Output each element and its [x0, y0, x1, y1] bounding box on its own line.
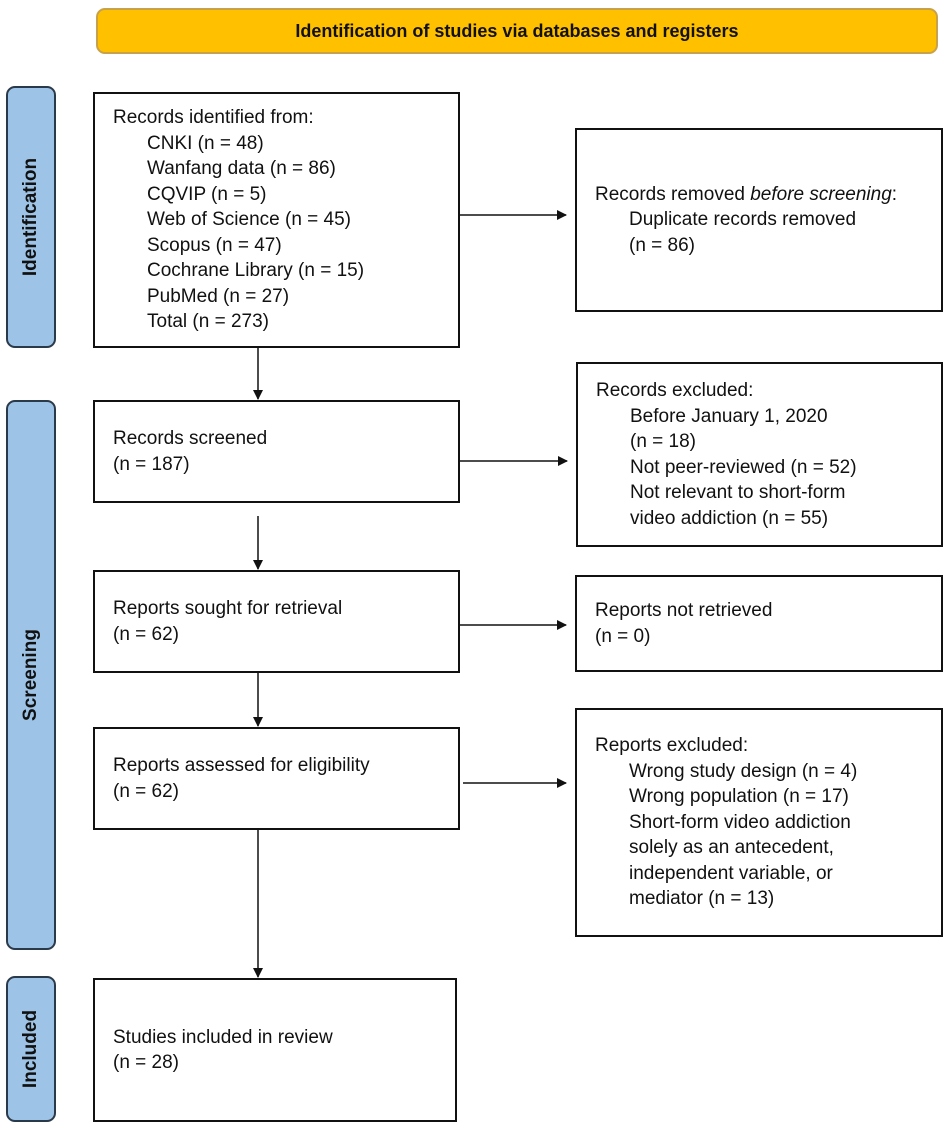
reports-excluded-box: Reports excluded: Wrong study design (n …	[575, 708, 943, 937]
header-title: Identification of studies via databases …	[295, 20, 739, 41]
removed-item: (n = 86)	[629, 234, 696, 256]
records-removed-box: Records removed before screening: Duplic…	[575, 128, 943, 312]
excluded-item: Not relevant to short-form	[630, 482, 846, 503]
phase-screening: Screening	[6, 400, 56, 950]
source-item: CQVIP (n = 5)	[147, 183, 267, 205]
box-label: Records screened	[113, 428, 268, 449]
source-item: PubMed (n = 27)	[147, 285, 290, 307]
box-count: (n = 62)	[113, 780, 180, 802]
box-label: Reports not retrieved	[595, 600, 773, 621]
excluded-item: Not peer-reviewed (n = 52)	[630, 456, 857, 478]
source-item: Total (n = 273)	[147, 311, 269, 333]
reports-sought-box: Reports sought for retrieval (n = 62)	[93, 570, 460, 673]
box-count: (n = 62)	[113, 623, 180, 645]
box-count: (n = 187)	[113, 453, 190, 475]
box-count: (n = 28)	[113, 1052, 180, 1073]
excluded-item: Wrong study design (n = 4)	[629, 760, 858, 782]
phase-included: Included	[6, 976, 56, 1122]
box-heading: Records removed before screening:	[595, 183, 898, 205]
box-label: Reports assessed for eligibility	[113, 755, 370, 776]
box-heading: Reports excluded:	[595, 735, 749, 757]
excluded-item: video addiction (n = 55)	[630, 507, 829, 529]
reports-not-retrieved-box: Reports not retrieved (n = 0)	[575, 575, 943, 672]
box-count: (n = 0)	[595, 625, 651, 647]
studies-included-box: Studies included in review (n = 28)	[93, 978, 457, 1122]
removed-item: Duplicate records removed	[629, 209, 857, 231]
box-label: Studies included in review	[113, 1026, 333, 1048]
records-identified-box: Records identified from: CNKI (n = 48) W…	[93, 92, 460, 348]
excluded-item: Before January 1, 2020	[630, 405, 828, 427]
box-heading: Records identified from:	[113, 107, 314, 129]
source-item: CNKI (n = 48)	[147, 132, 264, 154]
excluded-item: Short-form video addiction	[629, 811, 851, 833]
records-screened-box: Records screened (n = 187)	[93, 400, 460, 503]
source-item: Wanfang data (n = 86)	[147, 158, 336, 180]
records-excluded-box: Records excluded: Before January 1, 2020…	[576, 362, 943, 547]
source-item: Scopus (n = 47)	[147, 234, 282, 256]
phase-identification: Identification	[6, 86, 56, 348]
box-label: Reports sought for retrieval	[113, 598, 343, 619]
source-item: Web of Science (n = 45)	[147, 209, 352, 231]
excluded-item: solely as an antecedent,	[629, 837, 834, 859]
source-item: Cochrane Library (n = 15)	[147, 260, 365, 282]
excluded-item: Wrong population (n = 17)	[629, 786, 849, 808]
box-heading: Records excluded:	[596, 380, 754, 401]
excluded-item: independent variable, or	[629, 862, 833, 884]
excluded-item: mediator (n = 13)	[629, 888, 775, 910]
header-banner: Identification of studies via databases …	[96, 8, 938, 54]
excluded-item: (n = 18)	[630, 431, 697, 452]
reports-assessed-box: Reports assessed for eligibility (n = 62…	[93, 727, 460, 830]
